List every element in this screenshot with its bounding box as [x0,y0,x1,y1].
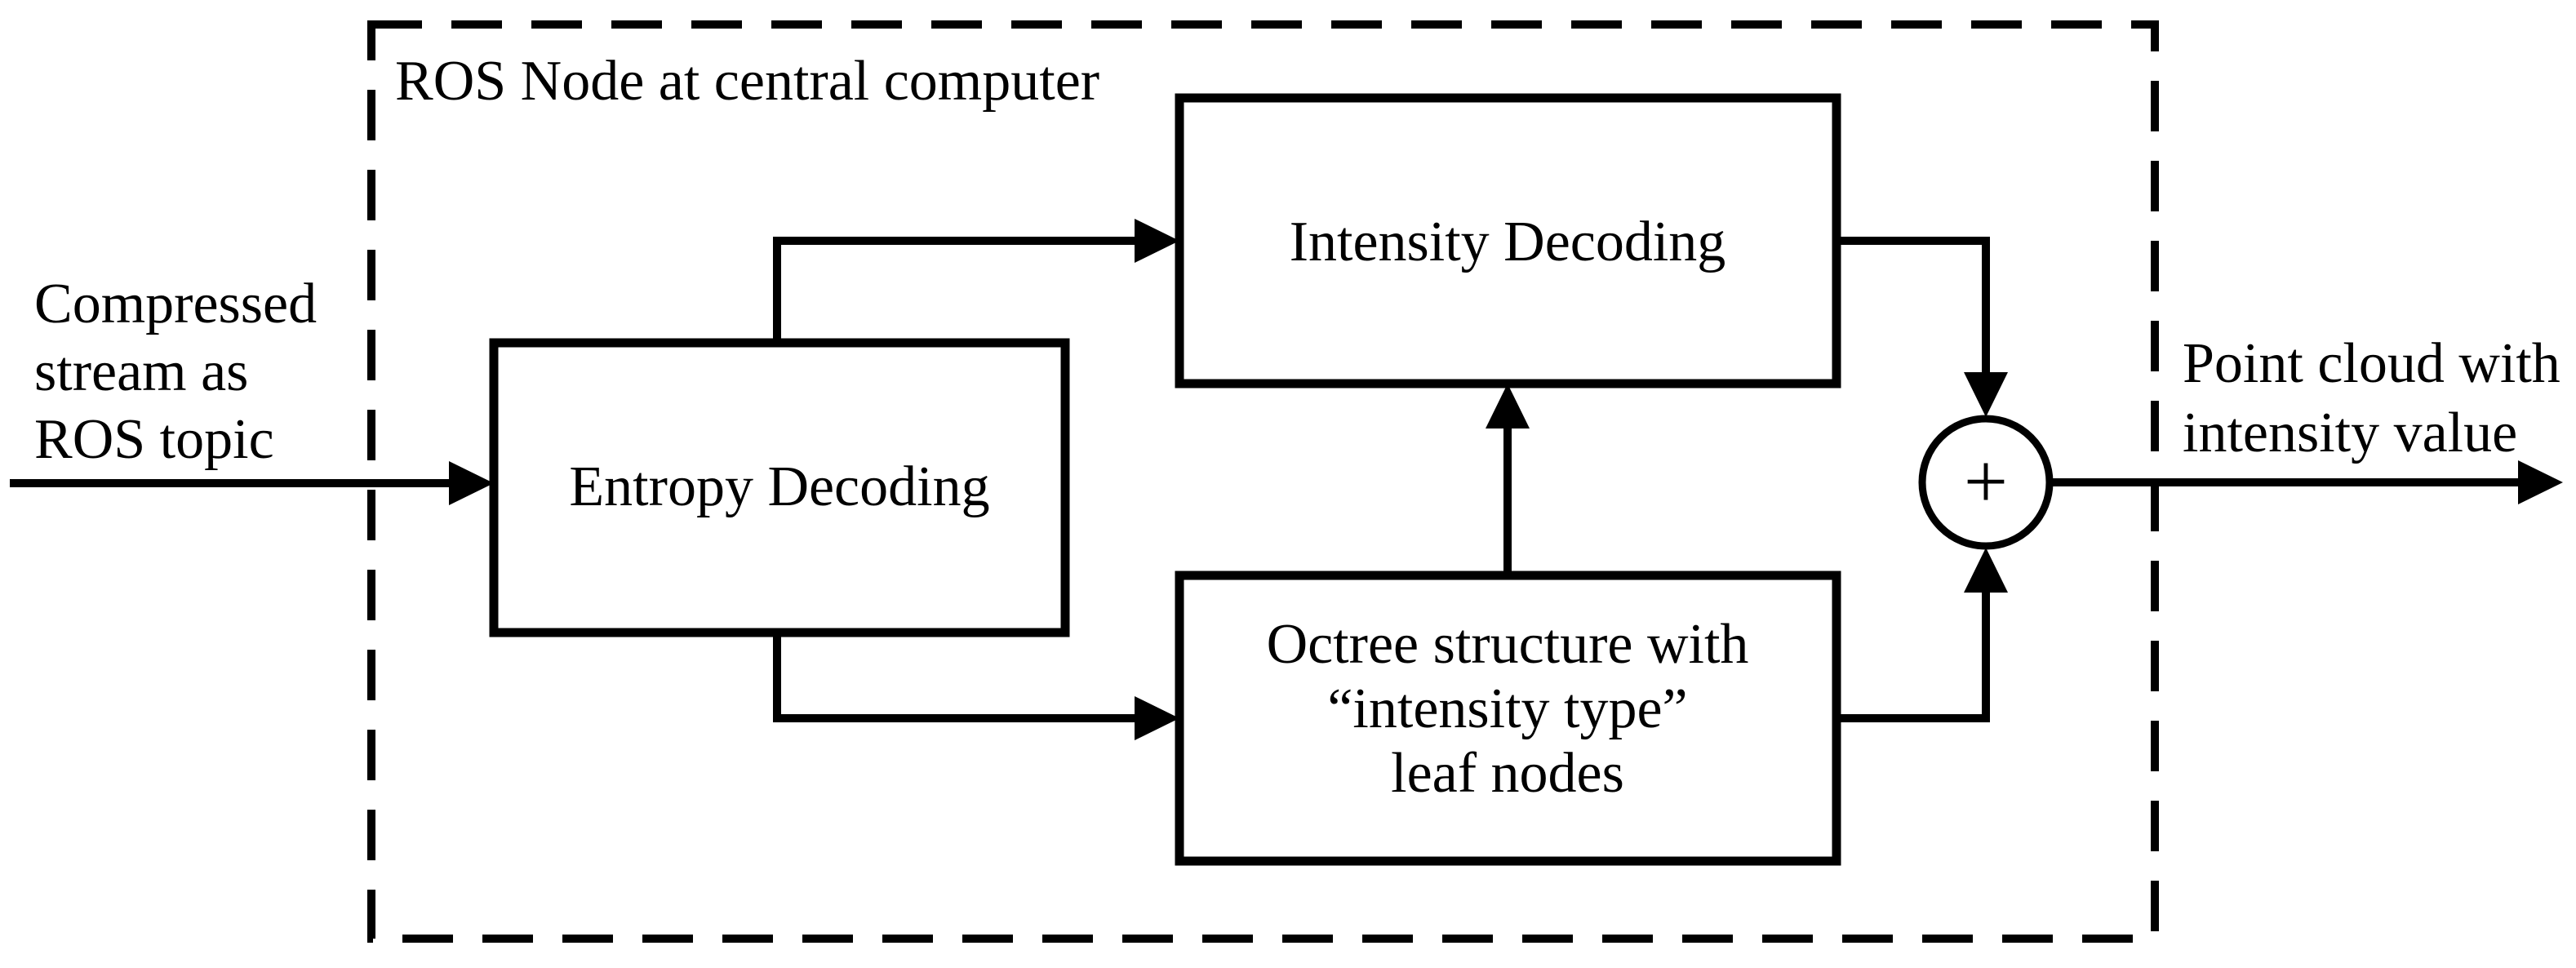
entropy-decoding-label: Entropy Decoding [569,455,989,518]
entropy-decoding-box [489,338,1070,637]
entropy-to-octree-line [773,633,1139,722]
input-stream-label-line3: ROS topic [34,408,274,471]
octree-to-sum-arrowhead-icon [1964,548,2008,593]
output-label-line2: intensity value [2183,402,2517,464]
ros-node-title: ROS Node at central computer [395,50,1099,113]
octree-label-line3: leaf nodes [1391,742,1624,805]
octree-label-line1: Octree structure with [1267,613,1749,676]
octree-label-line2: “intensity type” [1327,677,1687,740]
output-arrowhead-icon [2518,460,2563,504]
input-stream-label-line2: stream as [34,340,248,403]
intensity-to-sum-line [1837,237,1990,377]
intensity-to-sum-arrowhead-icon [1964,372,2008,417]
input-stream-label-line1: Compressed [34,273,317,335]
entropy-to-octree-arrowhead-icon [1135,696,1179,740]
octree-to-intensity-arrowhead-icon [1486,384,1530,428]
octree-to-sum-line [1837,588,1990,722]
intensity-decoding-box [1175,93,1841,389]
output-label-line1: Point cloud with [2183,332,2560,395]
intensity-decoding-label: Intensity Decoding [1290,211,1726,273]
entropy-to-intensity-arrowhead-icon [1135,219,1179,263]
sum-plus-symbol: + [1964,437,2008,525]
input-arrowhead-icon [449,461,494,505]
entropy-to-intensity-line [773,237,1139,343]
